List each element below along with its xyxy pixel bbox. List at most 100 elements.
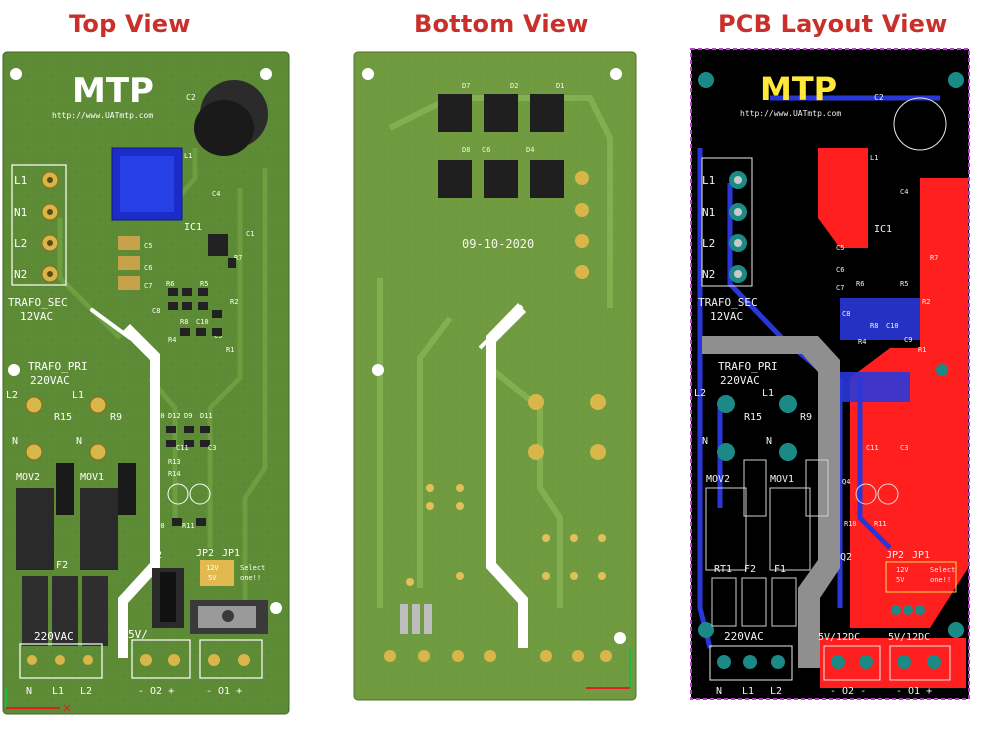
svg-text:Select: Select [930, 566, 955, 574]
svg-text:Q4: Q4 [150, 480, 158, 488]
svg-text:C6: C6 [836, 266, 844, 274]
svg-text:IC1: IC1 [184, 222, 202, 233]
svg-text:one!!: one!! [930, 576, 951, 584]
svg-text:D8: D8 [462, 146, 470, 154]
layout-logo: MTP [760, 70, 837, 108]
svg-text:C8: C8 [842, 310, 850, 318]
svg-text:R10: R10 [844, 520, 857, 528]
svg-text:Q2: Q2 [150, 550, 162, 561]
svg-text:C5: C5 [836, 244, 844, 252]
svg-text:N1: N1 [14, 206, 27, 219]
svg-text:R6: R6 [166, 280, 174, 288]
svg-text:220VAC: 220VAC [720, 374, 760, 387]
svg-text:IC1: IC1 [874, 224, 892, 235]
svg-text:R9: R9 [110, 412, 122, 423]
svg-text:JP2: JP2 [196, 548, 214, 559]
svg-text:JP1: JP1 [222, 548, 240, 559]
svg-text:R4: R4 [858, 338, 866, 346]
svg-text:L1: L1 [14, 174, 27, 187]
svg-text:R1: R1 [226, 346, 234, 354]
svg-text:5V: 5V [208, 574, 217, 582]
top-view-board: MTP http://www.UATmtp.com C2 L1 L1 N1 L2… [2, 51, 290, 715]
svg-text:- O2 +: - O2 + [138, 686, 174, 697]
svg-text:F2: F2 [56, 560, 68, 571]
svg-text:Select: Select [240, 564, 265, 572]
svg-text:5V/12DC: 5V/12DC [888, 632, 930, 643]
svg-text:R13: R13 [168, 458, 181, 466]
svg-text:220VAC: 220VAC [34, 630, 74, 643]
svg-text:TRAFO_PRI: TRAFO_PRI [718, 360, 778, 373]
svg-text:MOV2: MOV2 [706, 474, 730, 485]
svg-text:N: N [766, 436, 772, 447]
svg-text:L2: L2 [770, 686, 782, 697]
svg-text:C11: C11 [866, 444, 879, 452]
svg-text:C3: C3 [900, 444, 908, 452]
svg-text:R7: R7 [930, 254, 938, 262]
svg-text:L1: L1 [72, 390, 84, 401]
svg-text:L1: L1 [762, 388, 774, 399]
top-logo: MTP [72, 71, 154, 111]
svg-text:C6: C6 [144, 264, 152, 272]
svg-text:D4: D4 [526, 146, 534, 154]
svg-text:N2: N2 [14, 268, 27, 281]
svg-text:C10: C10 [196, 318, 209, 326]
svg-text:Q4: Q4 [842, 478, 850, 486]
svg-text:C2: C2 [186, 93, 196, 102]
svg-text:L1: L1 [870, 154, 878, 162]
svg-text:R5: R5 [900, 280, 908, 288]
svg-text:JP1: JP1 [912, 550, 930, 561]
svg-text:R7: R7 [234, 254, 242, 262]
svg-text:one!!: one!! [240, 574, 261, 582]
svg-text:R15: R15 [744, 412, 762, 423]
svg-text:L2: L2 [80, 686, 92, 697]
svg-text:R1: R1 [918, 346, 926, 354]
svg-text:D1: D1 [556, 82, 564, 90]
pcb-layout-board: MTP http://www.UATmtp.com C2 L1 L1 N1 L2… [690, 48, 970, 700]
svg-text:N: N [26, 686, 32, 697]
top-url: http://www.UATmtp.com [52, 111, 153, 120]
svg-text:C5: C5 [144, 242, 152, 250]
svg-text:R8: R8 [180, 318, 188, 326]
bottom-view-title: Bottom View [414, 10, 589, 38]
svg-text:- O1 +: - O1 + [206, 686, 242, 697]
svg-text:R15: R15 [54, 412, 72, 423]
svg-text:C4: C4 [900, 188, 908, 196]
date-label: 09-10-2020 [462, 237, 534, 251]
svg-text:D12: D12 [168, 412, 181, 420]
svg-text:R9: R9 [800, 412, 812, 423]
svg-text:N: N [76, 436, 82, 447]
svg-text:http://www.UATmtp.com: http://www.UATmtp.com [740, 109, 841, 118]
svg-text:R11: R11 [182, 522, 195, 530]
svg-text:N1: N1 [702, 206, 715, 219]
svg-text:F2: F2 [744, 564, 756, 575]
svg-text:R11: R11 [874, 520, 887, 528]
svg-text:TRAFO_SEC: TRAFO_SEC [8, 296, 68, 309]
svg-text:L2: L2 [694, 388, 706, 399]
svg-text:JP2: JP2 [886, 550, 904, 561]
svg-text:×: × [62, 701, 72, 715]
svg-text:D10: D10 [152, 412, 165, 420]
svg-text:L1: L1 [184, 152, 192, 160]
svg-text:L1: L1 [52, 686, 64, 697]
svg-text:R10: R10 [152, 522, 165, 530]
svg-text:C4: C4 [212, 190, 220, 198]
svg-text:TRAFO_SEC: TRAFO_SEC [698, 296, 758, 309]
svg-text:D2: D2 [510, 82, 518, 90]
svg-text:12V: 12V [206, 564, 219, 572]
svg-text:L2: L2 [6, 390, 18, 401]
svg-text:F1: F1 [774, 564, 786, 575]
svg-text:RT1: RT1 [714, 564, 732, 575]
svg-text:L1: L1 [742, 686, 754, 697]
svg-text:C6: C6 [482, 146, 490, 154]
svg-text:TRAFO_PRI: TRAFO_PRI [28, 360, 88, 373]
svg-text:N: N [702, 436, 708, 447]
svg-text:N: N [12, 436, 18, 447]
svg-text:C1: C1 [246, 230, 254, 238]
svg-text:MOV1: MOV1 [770, 474, 794, 485]
svg-text:5V: 5V [896, 576, 905, 584]
bottom-view-board: D7 D2 D1 D8 C6 D4 09-10-2020 [353, 51, 637, 701]
svg-text:R6: R6 [856, 280, 864, 288]
layout-view-title: PCB Layout View [718, 10, 948, 38]
svg-text:C11: C11 [176, 444, 189, 452]
svg-text:- O2 -: - O2 - [830, 686, 866, 697]
